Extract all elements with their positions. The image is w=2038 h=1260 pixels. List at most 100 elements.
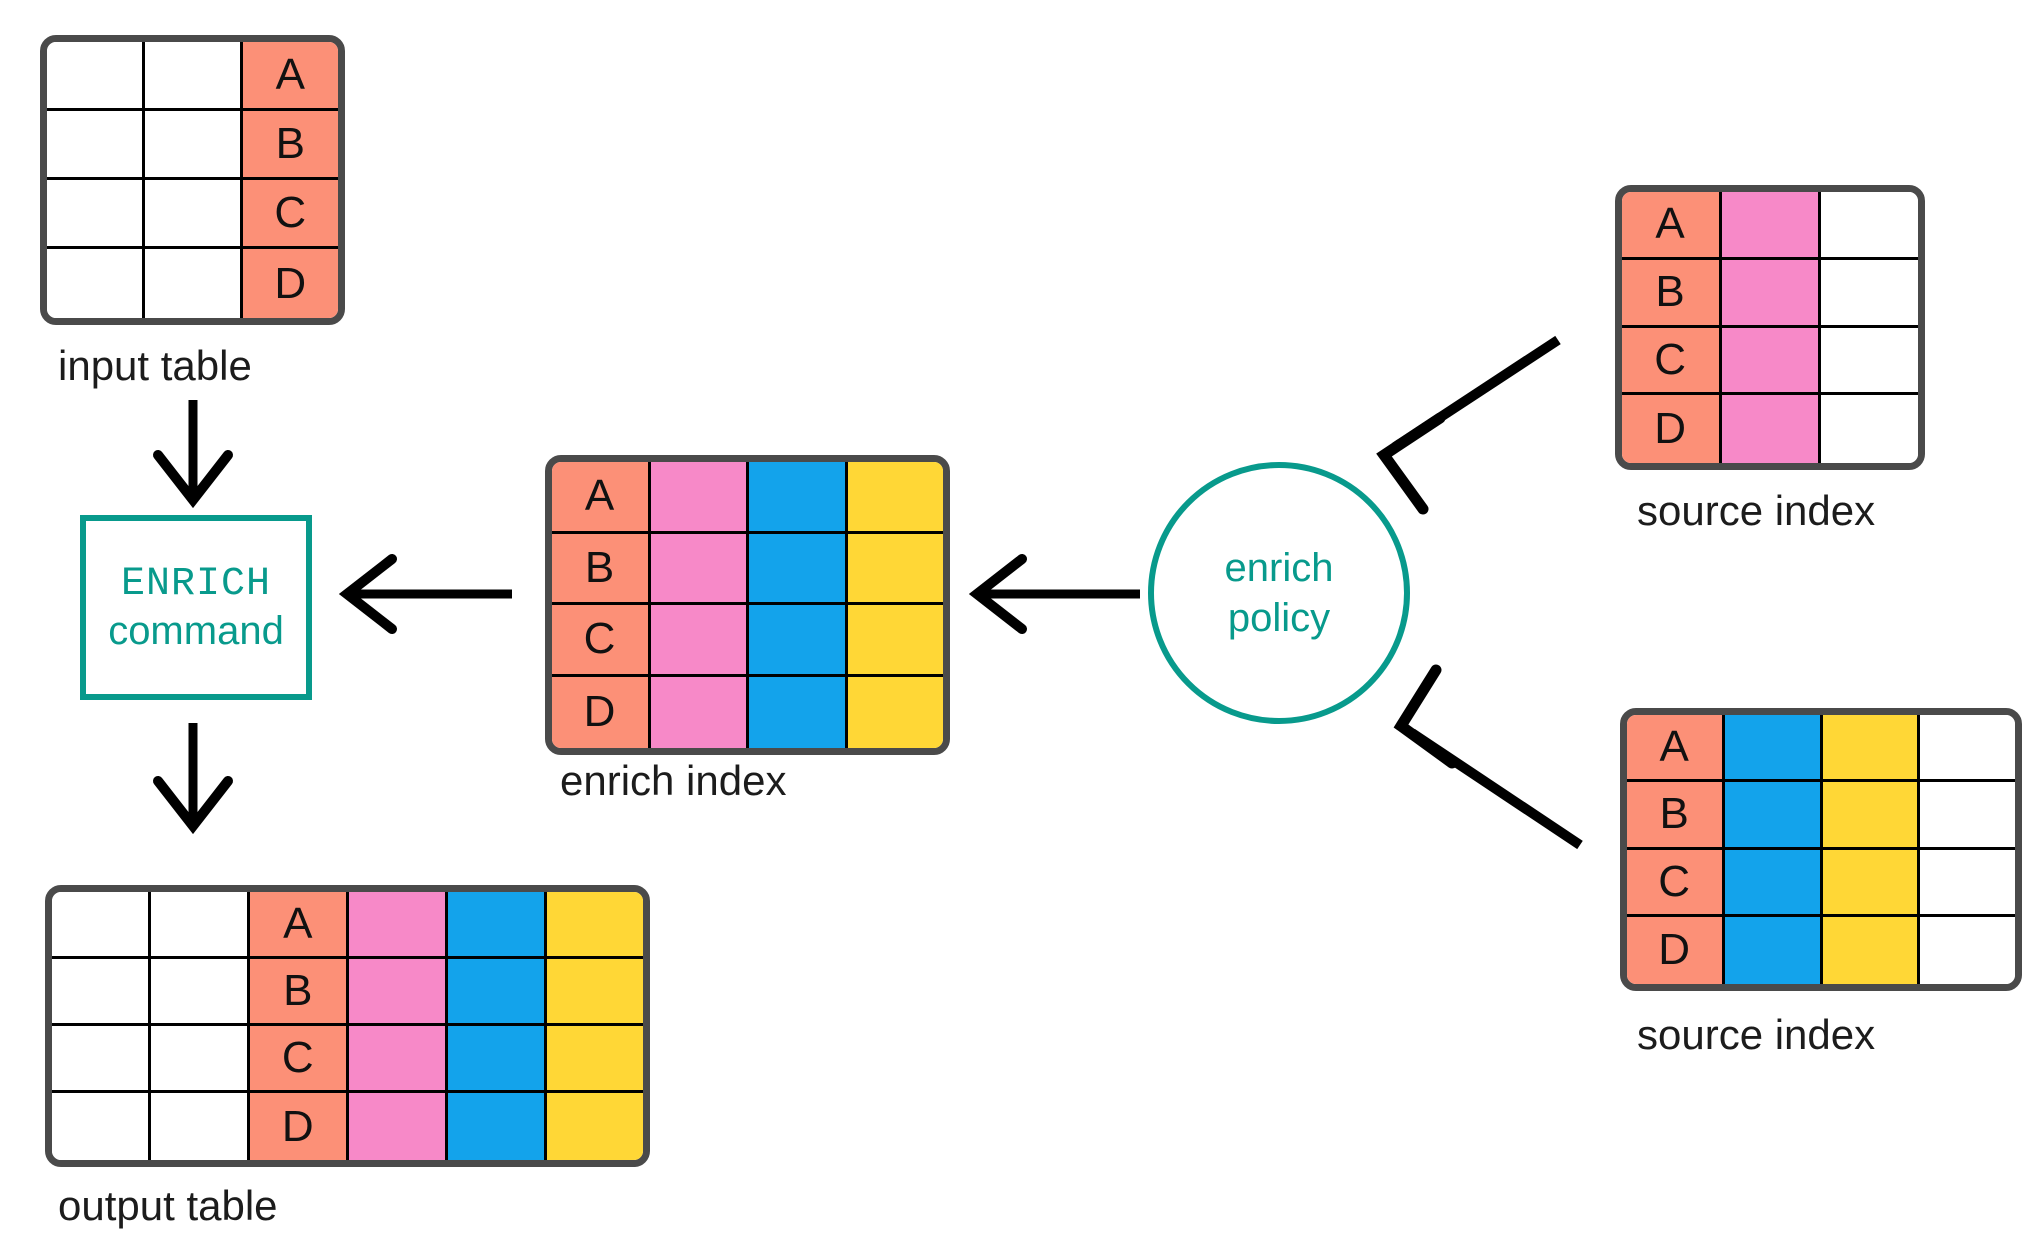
table-cell: B bbox=[243, 111, 338, 180]
table-row: A bbox=[1627, 715, 2015, 783]
table-cell bbox=[650, 676, 749, 748]
table-cell bbox=[145, 180, 243, 249]
enrich-index-table: A B C D bbox=[545, 455, 950, 755]
table-cell bbox=[47, 180, 145, 249]
table-row: A bbox=[52, 892, 643, 959]
table-cell bbox=[1721, 327, 1822, 396]
table-cell: C bbox=[1627, 849, 1725, 917]
table-row: C bbox=[52, 1026, 643, 1093]
table-cell bbox=[448, 959, 547, 1026]
table-cell: B bbox=[552, 533, 651, 605]
table-cell bbox=[650, 533, 749, 605]
table-cell bbox=[547, 892, 643, 959]
table-cell: C bbox=[243, 180, 338, 249]
table-cell bbox=[547, 959, 643, 1026]
arrow-policy-to-enrich-index bbox=[968, 554, 1140, 634]
table-cell: C bbox=[250, 1026, 349, 1093]
table-cell: A bbox=[250, 892, 349, 959]
table-cell bbox=[650, 605, 749, 677]
table-cell: A bbox=[1627, 715, 1725, 783]
table-cell bbox=[1920, 916, 2015, 984]
table-cell: B bbox=[1627, 782, 1725, 850]
table-cell bbox=[151, 1093, 250, 1160]
table-cell bbox=[1821, 259, 1918, 328]
arrow-source-index-bottom-to-policy bbox=[1393, 664, 1583, 850]
enrich-command-keyword: ENRICH bbox=[120, 561, 272, 607]
table-row: B bbox=[47, 111, 338, 180]
table-cell bbox=[47, 249, 145, 318]
table-cell bbox=[349, 1093, 448, 1160]
table-cell bbox=[145, 249, 243, 318]
table-row: C bbox=[1627, 849, 2015, 917]
arrow-enrich-index-to-command bbox=[338, 554, 512, 634]
table-cell bbox=[151, 892, 250, 959]
table-cell bbox=[1721, 192, 1822, 260]
table-cell bbox=[349, 959, 448, 1026]
table-cell: B bbox=[1622, 259, 1722, 328]
table-cell bbox=[1821, 327, 1918, 396]
table-cell bbox=[1920, 849, 2015, 917]
table-row: C bbox=[47, 180, 338, 249]
output-table: A B C D bbox=[45, 885, 650, 1167]
source-index-top-caption: source index bbox=[1637, 487, 1876, 534]
table-cell bbox=[749, 533, 848, 605]
table-row: D bbox=[52, 1093, 643, 1160]
table-cell bbox=[349, 892, 448, 959]
enrich-policy-circle[interactable]: enrich policy bbox=[1148, 462, 1410, 724]
table-row: D bbox=[552, 676, 943, 748]
table-cell bbox=[52, 959, 151, 1026]
arrow-source-index-top-to-policy bbox=[1376, 335, 1561, 515]
table-cell bbox=[847, 462, 943, 534]
table-cell bbox=[1821, 192, 1918, 260]
table-cell bbox=[1721, 395, 1822, 463]
table-cell bbox=[52, 1093, 151, 1160]
table-cell bbox=[145, 42, 243, 111]
enrich-command-word: command bbox=[108, 608, 284, 653]
table-cell bbox=[1920, 715, 2015, 783]
enrich-policy-line2: policy bbox=[1227, 596, 1331, 640]
table-cell bbox=[52, 1026, 151, 1093]
table-cell bbox=[749, 676, 848, 748]
enrich-command-box[interactable]: ENRICH command bbox=[80, 515, 312, 700]
table-cell bbox=[349, 1026, 448, 1093]
table-cell bbox=[151, 959, 250, 1026]
source-index-bottom-caption: source index bbox=[1637, 1011, 1876, 1058]
table-row: C bbox=[1622, 327, 1918, 396]
table-cell bbox=[1822, 782, 1921, 850]
table-cell bbox=[650, 462, 749, 534]
table-cell bbox=[847, 676, 943, 748]
table-cell bbox=[749, 605, 848, 677]
input-table: A B C D bbox=[40, 35, 345, 325]
table-row: D bbox=[47, 249, 338, 318]
table-cell bbox=[1822, 849, 1921, 917]
table-cell: D bbox=[243, 249, 338, 318]
table-cell bbox=[749, 462, 848, 534]
table-cell: B bbox=[250, 959, 349, 1026]
table-cell bbox=[1721, 259, 1822, 328]
table-cell bbox=[448, 1026, 547, 1093]
table-row: D bbox=[1627, 916, 2015, 984]
table-cell bbox=[1724, 782, 1823, 850]
enrich-policy-line1: enrich bbox=[1224, 546, 1334, 590]
table-cell bbox=[47, 111, 145, 180]
table-cell bbox=[1822, 715, 1921, 783]
table-cell bbox=[448, 1093, 547, 1160]
table-cell: D bbox=[552, 676, 651, 748]
table-cell bbox=[1920, 782, 2015, 850]
table-cell bbox=[448, 892, 547, 959]
arrow-input-to-command bbox=[153, 400, 233, 509]
table-cell bbox=[52, 892, 151, 959]
table-cell: C bbox=[552, 605, 651, 677]
table-cell: C bbox=[1622, 327, 1722, 396]
table-cell bbox=[1724, 849, 1823, 917]
input-table-caption: input table bbox=[58, 342, 252, 389]
table-cell: A bbox=[1622, 192, 1722, 260]
table-cell bbox=[47, 42, 145, 111]
table-row: A bbox=[47, 42, 338, 111]
arrow-command-to-output bbox=[153, 723, 233, 835]
enrich-index-caption: enrich index bbox=[560, 757, 787, 804]
table-cell bbox=[1821, 395, 1918, 463]
table-cell bbox=[145, 111, 243, 180]
table-cell: D bbox=[1622, 395, 1722, 463]
